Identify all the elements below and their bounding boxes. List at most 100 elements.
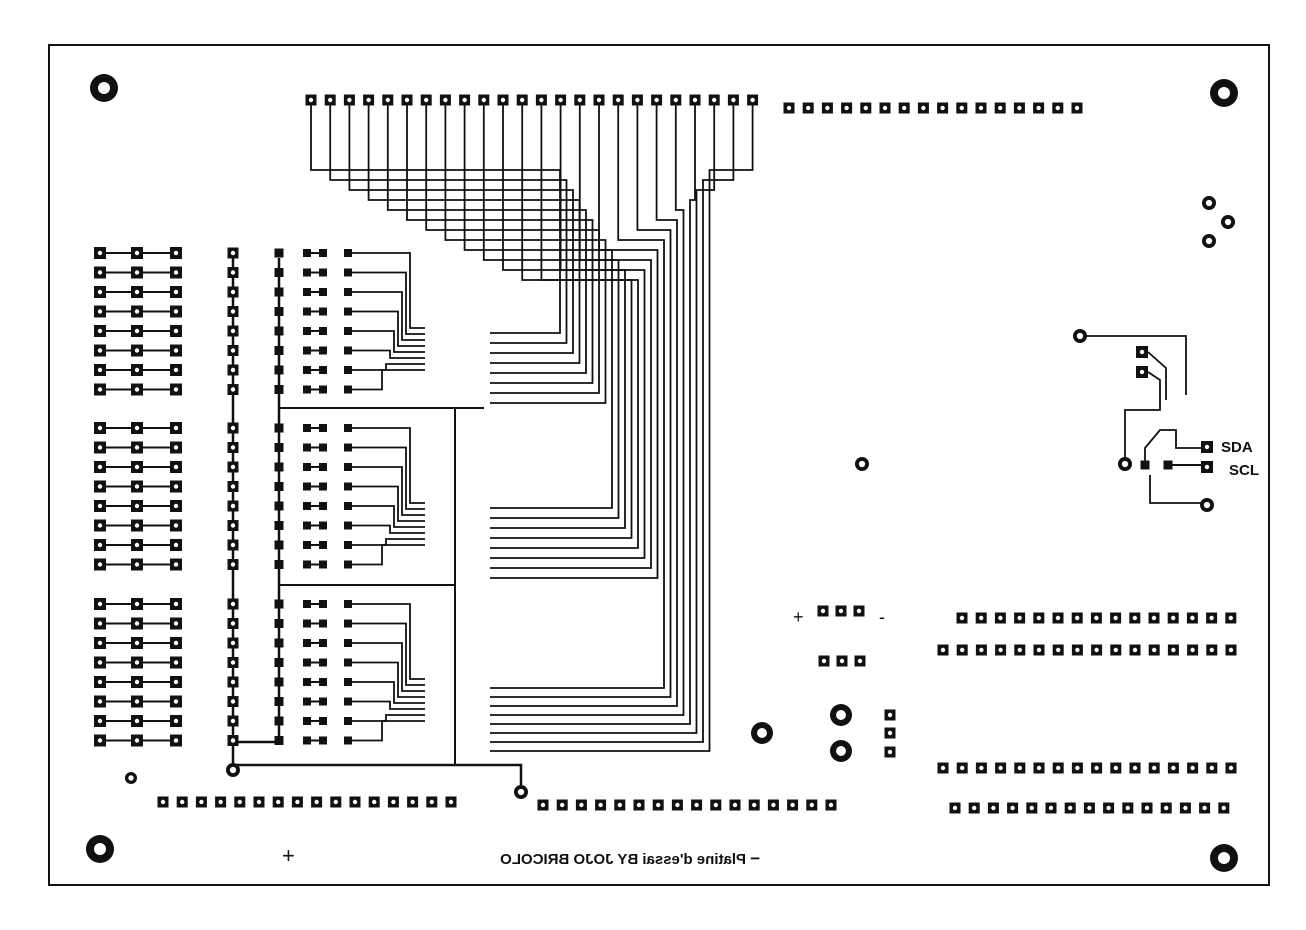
i2c-pad [1140, 460, 1150, 470]
trace [463, 100, 613, 509]
power-pad [836, 655, 848, 667]
bus-pad [227, 422, 239, 434]
resistor-pad [170, 364, 182, 376]
trace [348, 100, 574, 354]
smd-pad [319, 541, 327, 549]
connector-pad [1129, 762, 1141, 774]
header-pad [783, 102, 795, 114]
smd-pad [319, 366, 327, 374]
connector-pad [949, 802, 961, 814]
trace [348, 252, 425, 329]
bus-pad [227, 267, 239, 278]
smd-pad [344, 697, 352, 706]
header-pad [537, 799, 549, 811]
smd-pad [303, 717, 311, 725]
header-pad [555, 94, 567, 106]
resistor-pad [94, 286, 106, 298]
header-pad [1013, 102, 1025, 114]
smd-pad [319, 288, 327, 296]
resistor-pad [94, 558, 106, 571]
header-pad [825, 799, 837, 811]
header-pad [787, 799, 799, 811]
smd-pad [344, 249, 352, 257]
power-pad [853, 605, 865, 617]
connector-pad [1160, 802, 1172, 814]
resistor-pad [170, 695, 182, 708]
smd-pad [344, 560, 352, 569]
header-pad [478, 94, 490, 106]
trace [348, 427, 425, 504]
header-pad [1071, 102, 1083, 114]
caption-minus: − [750, 849, 760, 868]
header-pad [234, 796, 246, 808]
header-pad [802, 102, 814, 114]
smd-pad [344, 424, 352, 432]
smd-pad [303, 502, 311, 510]
trace [490, 100, 639, 549]
bus-pad [227, 286, 239, 298]
trace [406, 100, 594, 384]
smd-pad [344, 366, 352, 374]
large-hole [830, 740, 852, 762]
smd-pad [319, 619, 327, 628]
header-pad [575, 799, 587, 811]
connector-pad [995, 762, 1007, 774]
resistor-pad [94, 247, 106, 259]
resistor-pad [170, 422, 182, 434]
bus-pad [227, 247, 239, 259]
bus-pad [227, 520, 239, 531]
bus-pad [227, 715, 239, 727]
resistor-pad [170, 539, 182, 551]
resistor-pad [131, 695, 143, 708]
connector-pad [1129, 612, 1141, 624]
smd-pad [274, 521, 284, 530]
resistor-pad [131, 364, 143, 376]
smd-pad [344, 482, 352, 491]
trace [348, 271, 425, 335]
connector-pad [1225, 612, 1237, 624]
smd-pad [319, 482, 327, 491]
connector-pad [995, 644, 1007, 656]
header-pad [691, 799, 703, 811]
smd-pad [344, 736, 352, 745]
header-pad [574, 94, 586, 106]
trace [348, 349, 425, 359]
smd-pad [303, 463, 311, 471]
connector-pad [1014, 612, 1026, 624]
sda-label: SDA [1221, 439, 1253, 456]
trace [348, 466, 425, 516]
resistor-pad [131, 480, 143, 493]
header-pad [349, 796, 361, 808]
trace [490, 100, 672, 698]
header-pad [363, 94, 375, 106]
trace [348, 524, 425, 534]
trace [233, 763, 523, 790]
smd-pad [319, 560, 327, 569]
bus-pad [227, 539, 239, 551]
resistor-pad [170, 617, 182, 630]
trace [490, 100, 678, 707]
resistor-pad [170, 266, 182, 279]
smd-pad [303, 307, 311, 316]
header-pad [291, 796, 303, 808]
bus-pad [227, 618, 239, 629]
smd-pad [274, 658, 284, 667]
header-pad [195, 796, 207, 808]
header-pad [917, 102, 929, 114]
resistor-pad [94, 266, 106, 279]
bottom-plus-label: + [282, 843, 295, 868]
smd-pad [274, 443, 284, 452]
connector-pad [1014, 644, 1026, 656]
header-pad [994, 102, 1006, 114]
resistor-pad [170, 344, 182, 357]
resistor-pad [170, 441, 182, 454]
resistor-pad [131, 676, 143, 688]
smd-pad [303, 424, 311, 432]
smd-pad [319, 639, 327, 647]
resistor-pad [131, 598, 143, 610]
resistor-pad [94, 461, 106, 473]
header-pad [879, 102, 891, 114]
bus-pad [227, 598, 239, 610]
trace [279, 407, 456, 765]
